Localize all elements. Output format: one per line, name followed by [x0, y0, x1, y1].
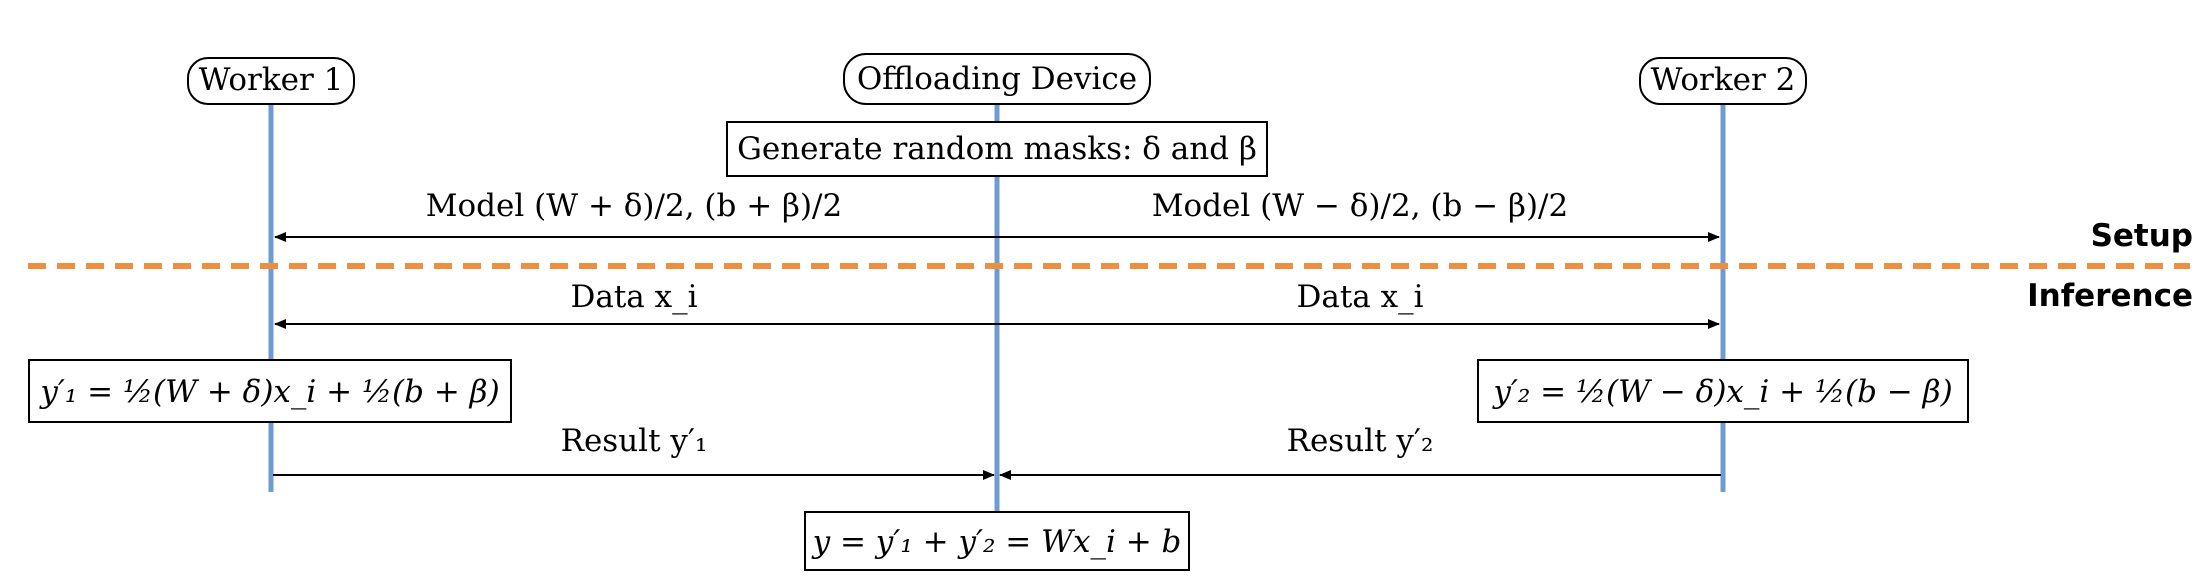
model-to-worker1-label: Model (W + δ)/2, (b + β)/2 [426, 188, 842, 224]
aggregation-box [804, 511, 1190, 571]
worker2-header: Worker 2 [1651, 62, 1796, 98]
worker1-header-box [187, 57, 355, 105]
data-to-worker1-label: Data x_i [570, 279, 697, 315]
worker2-computation: y′₂ = ½(W − δ)x_i + ½(b − β) [1491, 374, 1952, 410]
mask-generation-box [726, 121, 1268, 177]
worker1-computation-box [28, 359, 512, 423]
result-from-worker1-label: Result y′₁ [561, 423, 708, 459]
aggregation-formula: y = y′₁ + y′₂ = Wx_i + b [811, 524, 1182, 560]
setup-phase-label: Setup [2091, 218, 2193, 254]
inference-phase-label: Inference [2027, 278, 2193, 314]
mask-generation-label: Generate random masks: δ and β [737, 131, 1257, 167]
worker1-header: Worker 1 [199, 62, 344, 98]
model-to-worker2-label: Model (W − δ)/2, (b − β)/2 [1152, 188, 1568, 224]
worker1-computation: y′₁ = ½(W + δ)x_i + ½(b + β) [38, 374, 499, 410]
device-header: Offloading Device [857, 61, 1137, 97]
result-from-worker2-label: Result y′₂ [1287, 423, 1434, 459]
data-to-worker2-label: Data x_i [1296, 279, 1423, 315]
worker2-computation-box [1477, 359, 1969, 423]
worker2-header-box [1639, 57, 1807, 105]
device-header-box [843, 53, 1151, 105]
